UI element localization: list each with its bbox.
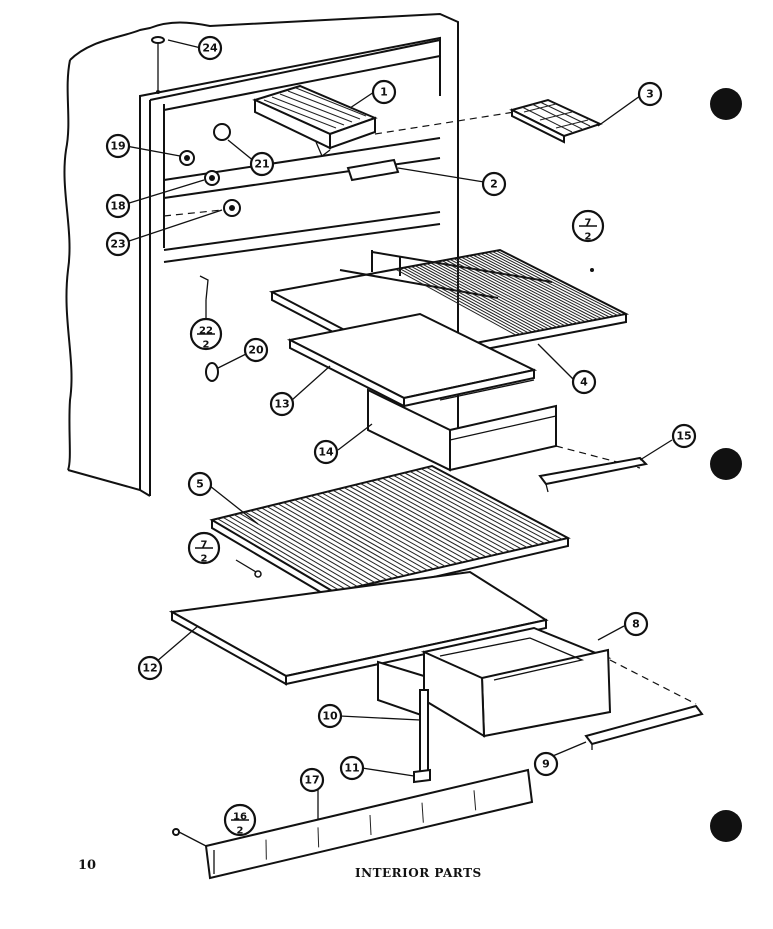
callout-label: 5 [196,478,204,491]
clip-20 [205,362,219,382]
callout-label: 13 [274,398,289,411]
fraction-numerator: 16 [233,812,247,823]
callout-label: 10 [322,710,338,723]
registration-dot [710,810,742,842]
callout-label: 9 [542,758,550,771]
callout-label: 3 [646,88,654,101]
callout-20: 20 [243,337,269,363]
callout-4: 4 [571,369,597,395]
screw-16 [172,828,207,847]
callout-19: 19 [105,133,131,159]
callout-15: 15 [671,423,697,449]
fraction-denominator: 2 [203,340,210,351]
callout-2: 2 [481,171,507,197]
ice-tray [509,98,603,144]
fraction-denominator: 2 [585,232,592,243]
callout-23: 23 [105,231,131,257]
fraction-callout: 16 2 [223,803,257,837]
callout-label: 24 [202,42,218,55]
pin-dot [254,570,262,578]
glass-shelf [286,312,538,408]
callout-14: 14 [313,439,339,465]
screw-24 [151,36,165,94]
callout-18: 18 [105,193,131,219]
callout-9: 9 [533,751,559,777]
callout-1: 1 [371,79,397,105]
screw-22 [199,275,209,301]
callout-10: 10 [317,703,343,729]
glass-shelf-12 [168,570,549,686]
callout-label: 20 [248,344,264,357]
callout-label: 12 [142,662,157,675]
light-housing [252,84,378,158]
fraction-numerator: 7 [585,218,592,229]
callout-17: 17 [299,767,325,793]
callout-13: 13 [269,391,295,417]
page-caption: INTERIOR PARTS [355,866,482,880]
fraction-numerator: 7 [201,540,208,551]
light-cover [346,158,400,182]
callout-label: 18 [110,200,125,213]
fraction-callout: 7 2 [571,209,605,243]
callout-5: 5 [187,471,213,497]
callout-21: 21 [249,151,275,177]
callout-label: 19 [110,140,125,153]
callout-24: 24 [197,35,223,61]
callout-12: 12 [137,655,163,681]
callout-label: 23 [110,238,125,251]
callout-11: 11 [339,755,365,781]
callout-label: 1 [380,86,388,99]
thermostat-knob-21 [213,123,231,141]
callout-label: 8 [632,618,640,631]
callout-3: 3 [637,81,663,107]
callout-label: 4 [580,376,588,389]
controls [163,123,241,382]
callout-label: 21 [254,158,269,171]
rail-9 [584,704,704,750]
registration-dot [710,448,742,480]
meat-drawer [377,626,612,738]
fraction-denominator: 2 [201,554,208,565]
callout-label: 11 [344,762,359,775]
support-10 [413,689,431,784]
page-number: 10 [78,858,97,873]
callout-label: 15 [676,430,691,443]
fraction-callout: 7 2 [187,531,221,565]
rail-15 [538,456,649,493]
cabinet [63,12,459,497]
grille [204,768,534,880]
fraction-denominator: 2 [237,826,244,837]
leader-lines [125,39,673,820]
pin-dot [590,268,594,272]
registration-dot [710,88,742,120]
callout-label: 14 [318,446,334,459]
fraction-callout: 22 2 [189,317,223,351]
callout-label: 2 [490,178,498,191]
fraction-numerator: 22 [199,326,213,337]
callout-8: 8 [623,611,649,637]
callout-label: 17 [304,774,319,787]
lower-wire-shelf [209,464,571,602]
